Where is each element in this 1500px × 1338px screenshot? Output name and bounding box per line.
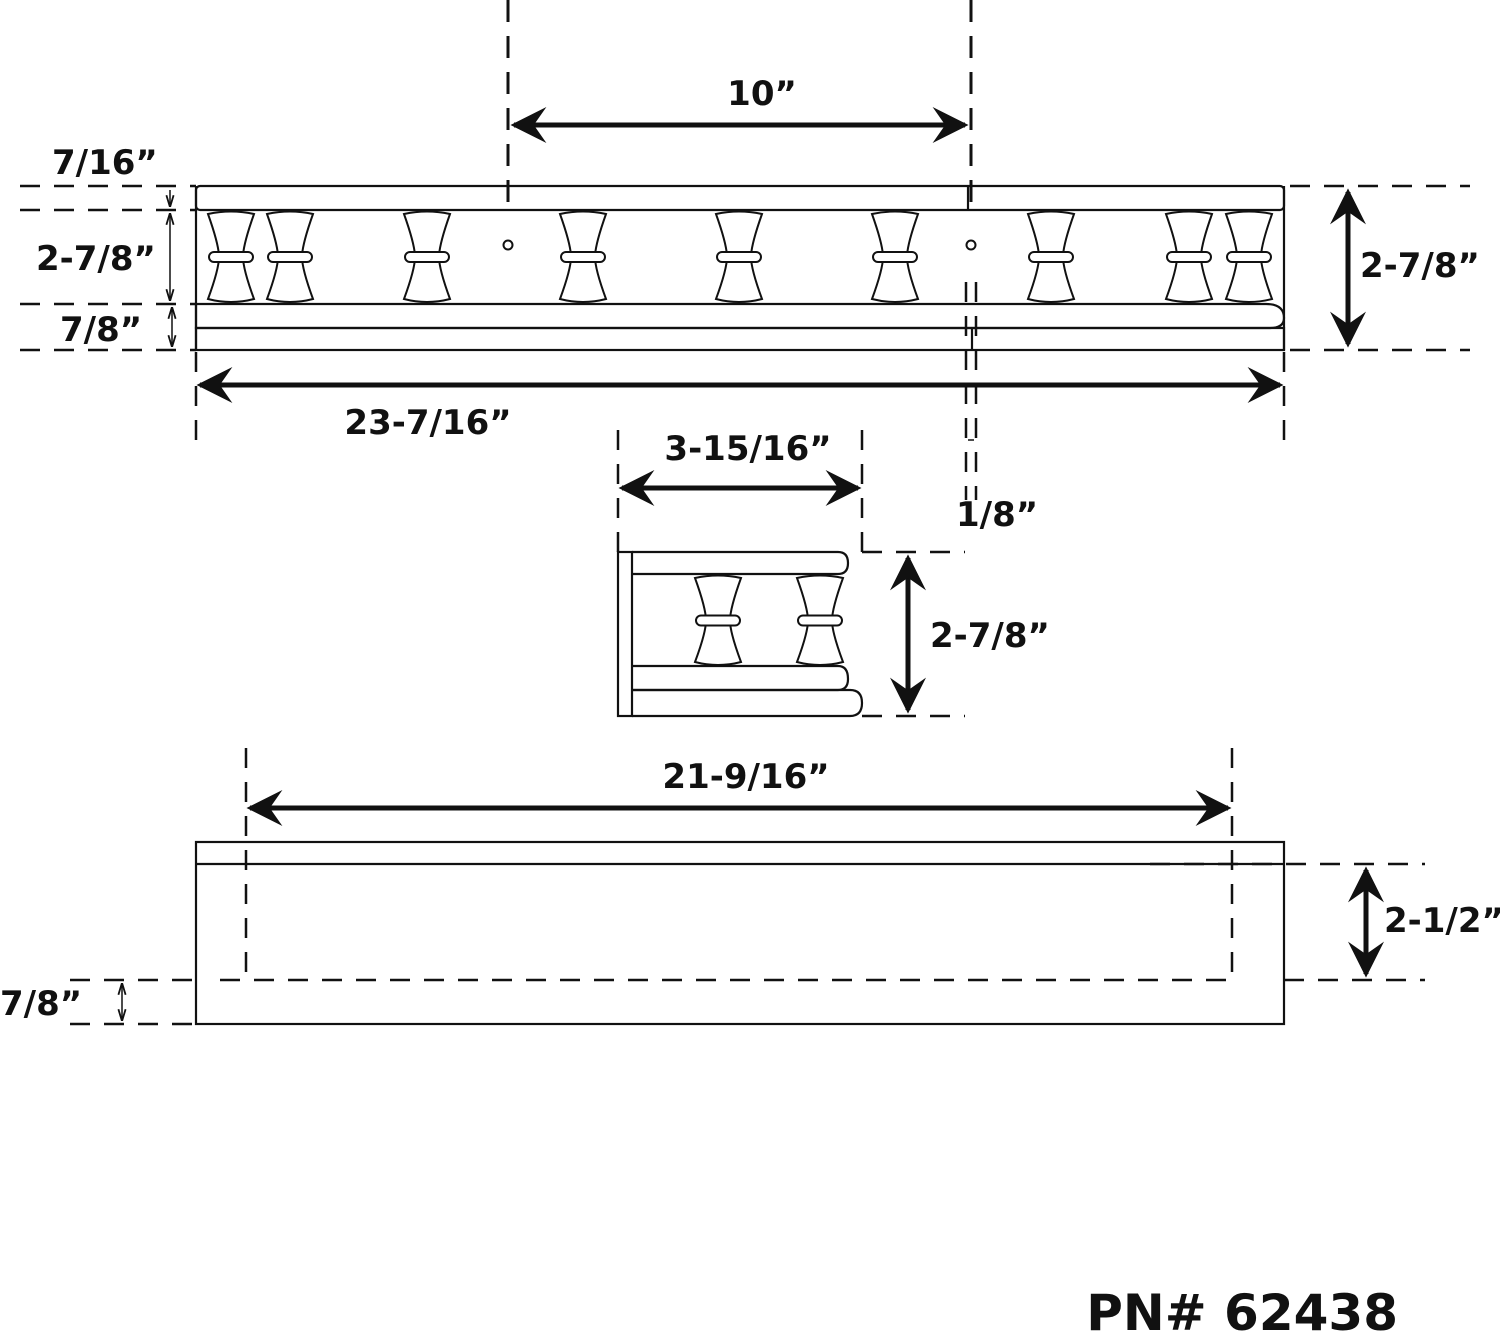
spindle — [870, 210, 920, 303]
front-base-plinth — [194, 326, 1286, 352]
front-base-moulding — [194, 302, 1286, 330]
spindle — [265, 210, 315, 303]
dim-overall-height-right: 2-7/8” — [1360, 246, 1480, 286]
side-view — [616, 430, 965, 718]
dim-base-rail: 7/8” — [60, 310, 142, 350]
part-number: PN# 62438 — [1086, 1284, 1398, 1338]
dim-gap: 1/8” — [956, 495, 1038, 535]
keyhole-icon — [502, 239, 514, 251]
front-view — [20, 0, 1470, 500]
spindle — [1224, 210, 1274, 303]
bottom-view — [70, 748, 1425, 1026]
dim-bottom-rail: 7/8” — [0, 984, 82, 1024]
dim-gallery-height-left: 2-7/8” — [36, 239, 156, 279]
spindle — [558, 210, 608, 303]
spindle — [693, 574, 743, 666]
dim-top-rail: 7/16” — [52, 143, 158, 183]
spindle — [402, 210, 452, 303]
dim-side-depth: 3-15/16” — [664, 429, 831, 469]
spindle — [1164, 210, 1214, 303]
spindle — [206, 210, 256, 303]
front-top-rail — [194, 184, 1286, 212]
spindle — [1026, 210, 1076, 303]
dim-overall-length: 23-7/16” — [344, 403, 511, 443]
dim-inner-length: 21-9/16” — [662, 757, 829, 797]
side-spindles — [693, 574, 845, 666]
dim-side-height: 2-7/8” — [930, 616, 1050, 656]
keyhole-icon — [965, 239, 977, 251]
front-spindles — [206, 210, 1274, 303]
dim-bottom-height: 2-1/2” — [1384, 901, 1500, 941]
dim-top-spacing: 10” — [727, 74, 797, 114]
spindle — [795, 574, 845, 666]
spindle — [714, 210, 764, 303]
